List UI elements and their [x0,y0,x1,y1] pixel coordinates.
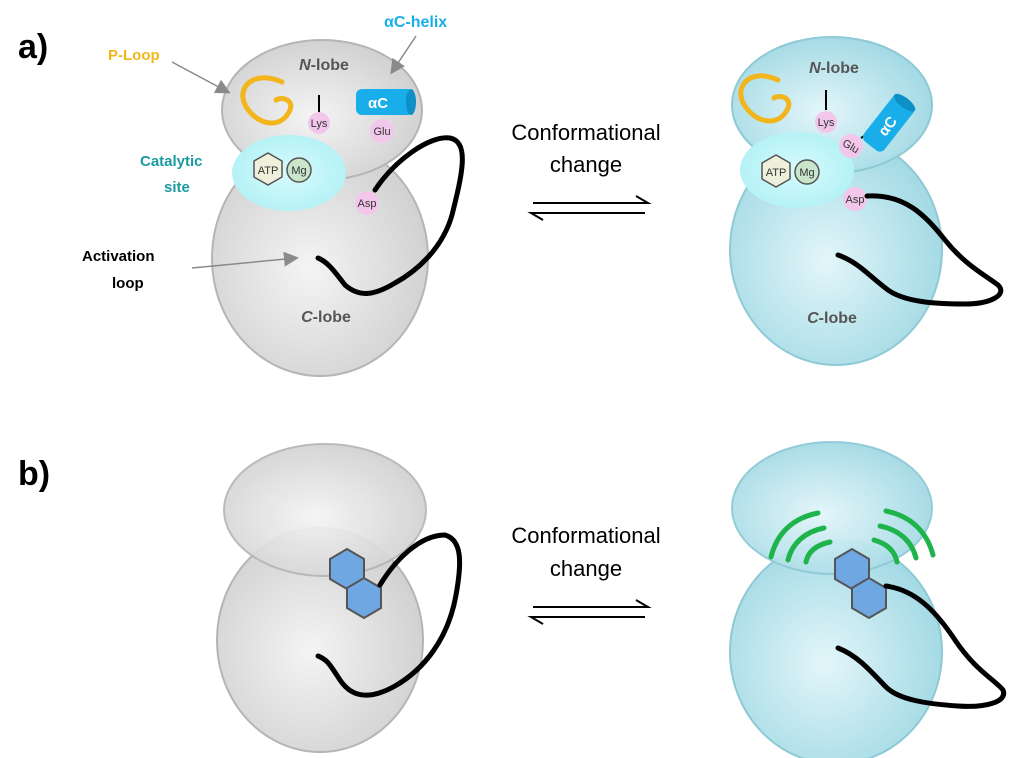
asp-residue-active [843,187,867,211]
activation-loop-active [835,193,1004,307]
p-loop-pointer [171,61,231,94]
lys-label-active: Lys [818,117,835,129]
p-loop-inactive [240,75,294,126]
activation-loop-active-b [835,583,1007,709]
asp-label-active: Asp [846,194,865,206]
activation-loop-pointer [191,251,299,269]
n-lobe-label-active: N-lobe [809,60,859,77]
inactive-kinase-b [216,443,463,753]
atp-hexagon-inactive [253,152,283,186]
active-kinase-b [729,441,1007,758]
sensor-hexagons-inactive [329,547,382,620]
glu-residue-inactive [370,119,394,143]
catalytic-site-annotation-l1: Catalytic [140,153,203,170]
c-lobe-label-active: C-lobe [807,310,857,327]
ac-helix-annotation: αC-helix [384,14,447,31]
mg-ion-active [794,159,820,185]
atp-hexagon-active [761,154,791,188]
sensor-hexagons-active [834,547,887,620]
lys-residue-active [815,111,837,133]
activation-loop-annotation-l1: Activation [82,248,155,265]
asp-residue-inactive [355,191,379,215]
ac-helix-pointer [390,35,417,75]
ac-label: αC [368,95,388,112]
conf-change-a-line2: change [550,152,622,177]
conf-change-a-line1: Conformational [511,120,660,145]
lys-label: Lys [311,118,328,130]
activation-loop-annotation-l2: loop [112,275,144,292]
p-loop-annotation: P-Loop [108,47,160,64]
mg-label-active: Mg [799,167,814,179]
equilibrium-arrows-a [527,195,652,221]
ac-helix-inactive: αC [356,89,416,115]
panel-b-label: b) [18,455,50,493]
conf-change-b-line1: Conformational [511,523,660,548]
asp-label: Asp [358,198,377,210]
fluorescence-signal-icon [768,508,936,565]
glu-label: Glu [373,126,390,138]
n-lobe-label-inactive: N-lobe [299,57,349,74]
n-lobe-active-b [731,441,933,575]
lys-residue-inactive [308,112,330,134]
equilibrium-arrows-b [527,599,652,625]
activation-loop-inactive-b [315,532,463,698]
mg-label: Mg [291,165,306,177]
panel-a-label: a) [18,28,48,66]
inactive-kinase-a: Lys Glu αC ATP Mg Asp N-lobe C-lobe [211,39,465,377]
mg-ion-inactive [286,157,312,183]
activation-loop-inactive [315,135,465,296]
active-kinase-a: Lys Glu αC ATP Mg Asp N-lobe C-lobe [729,36,1004,366]
conf-change-b-line2: change [550,556,622,581]
atp-label-active: ATP [766,167,787,179]
catalytic-site-annotation-l2: site [164,179,190,196]
glu-residue-active [839,134,863,158]
n-lobe-inactive-b [223,443,427,577]
c-lobe-label-inactive: C-lobe [301,309,351,326]
atp-label: ATP [258,165,279,177]
p-loop-active [738,73,792,124]
